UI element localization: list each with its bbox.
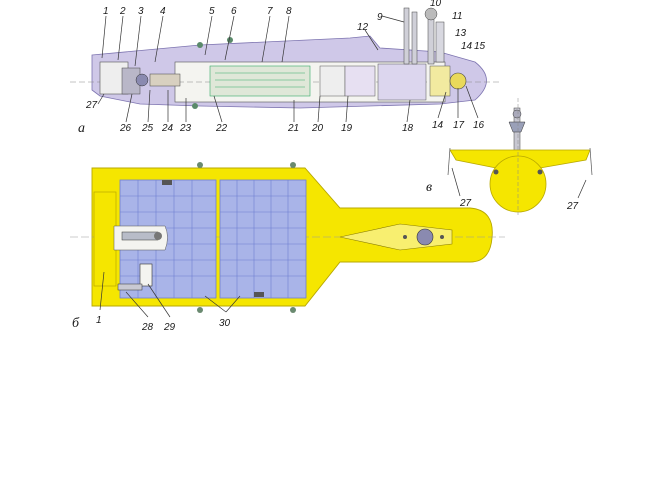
callout-26: 26 bbox=[119, 123, 132, 134]
callout-4: 4 bbox=[160, 6, 166, 17]
front-view-leaders bbox=[451, 167, 587, 199]
callout-23: 23 bbox=[179, 123, 192, 134]
callout-14-bottom: 14 bbox=[432, 120, 444, 131]
callout-front-27-left: 27 bbox=[459, 198, 472, 209]
view-label-a: а bbox=[78, 121, 85, 136]
callout-6: 6 bbox=[231, 6, 237, 17]
callout-top-1: 1 bbox=[96, 315, 102, 326]
top-view-leaders bbox=[99, 271, 241, 318]
callout-29: 29 bbox=[163, 322, 176, 333]
servo-29 bbox=[139, 263, 153, 287]
callout-22: 22 bbox=[215, 123, 228, 134]
battery-module bbox=[209, 65, 311, 97]
callout-12: 12 bbox=[357, 22, 369, 33]
callout-21: 21 bbox=[287, 123, 299, 134]
callout-3: 3 bbox=[138, 6, 144, 17]
top-view-callouts: 1 28 29 30 б bbox=[72, 315, 231, 333]
mast-9 bbox=[403, 7, 410, 65]
callout-30: 30 bbox=[219, 318, 231, 329]
callout-15: 15 bbox=[474, 41, 486, 52]
callout-8: 8 bbox=[286, 6, 292, 17]
stern-plate bbox=[93, 191, 117, 287]
front-view-callouts: в 27 27 bbox=[426, 180, 579, 212]
callout-17: 17 bbox=[453, 120, 465, 131]
top-view bbox=[70, 162, 505, 313]
callout-5: 5 bbox=[209, 6, 215, 17]
callout-10: 10 bbox=[430, 0, 442, 9]
callout-19: 19 bbox=[341, 123, 353, 134]
callout-18: 18 bbox=[402, 123, 414, 134]
callout-7: 7 bbox=[267, 6, 273, 17]
callout-28: 28 bbox=[141, 322, 154, 333]
callout-14-top: 14 bbox=[461, 41, 473, 52]
callout-1: 1 bbox=[103, 6, 109, 17]
solar-panel-right bbox=[219, 179, 307, 299]
callout-13: 13 bbox=[455, 28, 467, 39]
nose-sensor bbox=[416, 228, 434, 246]
callout-16: 16 bbox=[473, 120, 485, 131]
mast-12 bbox=[411, 11, 418, 65]
side-view-callouts: 1 2 3 4 5 6 7 8 9 10 11 12 13 14 15 16 1… bbox=[78, 0, 486, 136]
callout-11: 11 bbox=[452, 11, 462, 22]
callout-20: 20 bbox=[311, 123, 324, 134]
front-view bbox=[447, 98, 593, 215]
callout-24: 24 bbox=[161, 123, 174, 134]
callout-25: 25 bbox=[141, 123, 154, 134]
side-view-leaders bbox=[97, 15, 479, 123]
view-label-b: б bbox=[72, 316, 80, 331]
callout-9: 9 bbox=[377, 12, 383, 23]
view-label-v: в bbox=[426, 180, 432, 195]
callout-27: 27 bbox=[85, 100, 98, 111]
side-view bbox=[70, 7, 500, 109]
callout-front-27-right: 27 bbox=[566, 201, 579, 212]
callout-2: 2 bbox=[119, 6, 126, 17]
